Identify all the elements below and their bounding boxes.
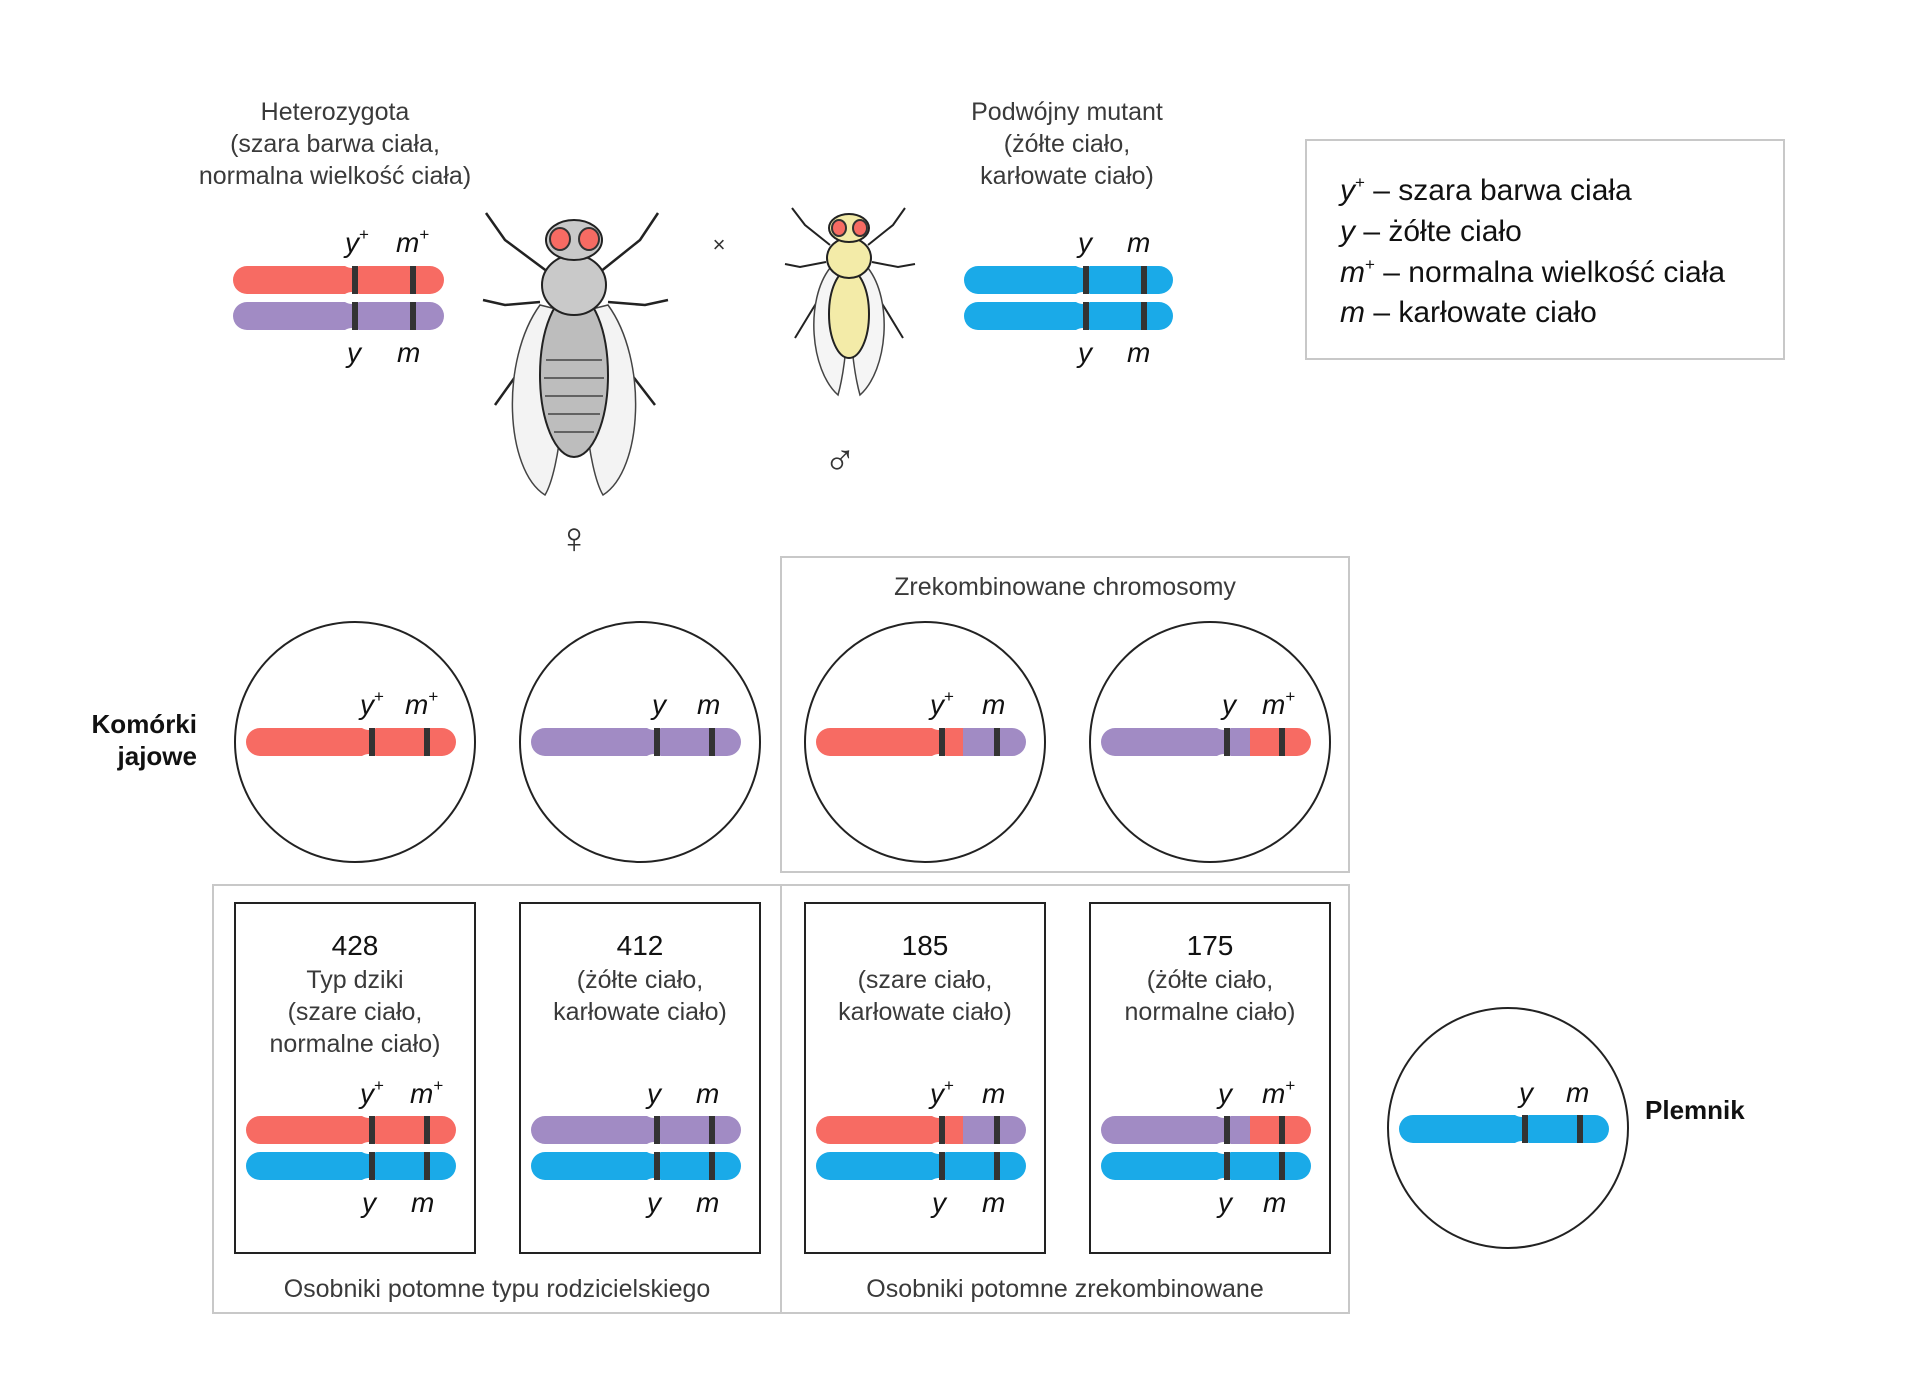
gene-label-y: y bbox=[1076, 337, 1094, 368]
male-title-line-3: karłowate ciało) bbox=[980, 162, 1154, 190]
gene-label-y: y bbox=[1076, 227, 1094, 258]
legend-item-y-plus: y+ – szara barwa ciała bbox=[1338, 173, 1632, 207]
chromosome-red bbox=[233, 266, 444, 294]
gene-label-m: m bbox=[982, 1078, 1005, 1109]
male-fly-illustration bbox=[784, 207, 916, 397]
female-fly-illustration bbox=[482, 212, 669, 497]
offspring-count: 412 bbox=[617, 930, 664, 961]
parental-offspring-label: Osobniki potomne typu rodzicielskiego bbox=[284, 1275, 711, 1303]
recombined-box-title: Zrekombinowane chromosomy bbox=[894, 573, 1236, 601]
gene-label-m: m bbox=[696, 1187, 719, 1218]
chromosome-purple bbox=[233, 302, 444, 330]
offspring-description-line-1: (żółte ciało, bbox=[577, 966, 703, 994]
offspring-count: 428 bbox=[332, 930, 379, 961]
gene-label-y: y bbox=[1517, 1077, 1535, 1108]
recombined-chromosomes-box bbox=[780, 556, 1350, 873]
gene-label-y-plus: y+ bbox=[358, 687, 384, 720]
gene-label-y-plus: y+ bbox=[928, 1076, 954, 1109]
offspring-description-line-2: karłowate ciało) bbox=[553, 998, 727, 1026]
recombinant-offspring-label: Osobniki potomne zrekombinowane bbox=[866, 1275, 1263, 1303]
gene-label-y: y bbox=[1220, 689, 1238, 720]
chromosome-blue bbox=[964, 302, 1173, 330]
recombinant-offspring-group bbox=[780, 884, 1350, 1314]
gene-label-m-plus: m+ bbox=[1262, 1076, 1295, 1109]
gene-label-y: y bbox=[645, 1078, 663, 1109]
legend-item-m: m – karłowate ciało bbox=[1340, 296, 1597, 329]
offspring-description-line-1: (żółte ciało, bbox=[1147, 966, 1273, 994]
gene-label-m-plus: m+ bbox=[1262, 687, 1295, 720]
gene-label-y-plus: y+ bbox=[358, 1076, 384, 1109]
offspring-description-line-1: Typ dziki bbox=[306, 966, 403, 994]
female-title-line-1: Heterozygota bbox=[261, 98, 410, 126]
gene-label-y-plus: y+ bbox=[928, 687, 954, 720]
female-title-line-2: (szara barwa ciała, bbox=[230, 130, 440, 158]
gene-label-y: y bbox=[645, 1187, 663, 1218]
offspring-description-line-2: (szare ciało, bbox=[288, 998, 423, 1026]
gene-label-y: y bbox=[650, 689, 668, 720]
chromosome-blue bbox=[964, 266, 1173, 294]
gene-label-y: y bbox=[360, 1187, 378, 1218]
offspring-description-line-1: (szare ciało, bbox=[858, 966, 993, 994]
male-chromosome-pair: y m y m bbox=[964, 227, 1173, 368]
gene-label-m: m bbox=[697, 689, 720, 720]
female-chromosome-pair: y+ m+ y m bbox=[233, 225, 444, 368]
gene-label-y: y bbox=[930, 1187, 948, 1218]
eggs-label-line-2: jajowe bbox=[117, 741, 197, 771]
egg-cell-recombinant: y+ m bbox=[804, 621, 1046, 863]
gene-label-y: y bbox=[1216, 1078, 1234, 1109]
offspring-description-line-2: karłowate ciało) bbox=[838, 998, 1012, 1026]
egg-cell: y+ m+ bbox=[234, 621, 476, 863]
female-parent-title: Heterozygota (szara barwa ciała, normaln… bbox=[199, 98, 471, 190]
gene-label-m-plus: m+ bbox=[396, 225, 429, 258]
gene-legend: y+ – szara barwa ciała y – żółte ciało m… bbox=[1305, 139, 1785, 360]
gene-label-y: y bbox=[345, 337, 363, 368]
legend-item-y: y – żółte ciało bbox=[1338, 215, 1522, 248]
gene-label-m: m bbox=[696, 1078, 719, 1109]
male-title-line-2: (żółte ciało, bbox=[1004, 130, 1130, 158]
egg-cell-recombinant: y m+ bbox=[1089, 621, 1331, 863]
offspring-card: 175 (żółte ciało, normalne ciało) y m+ y… bbox=[1089, 902, 1331, 1254]
sperm-label: Plemnik bbox=[1645, 1095, 1745, 1125]
gene-label-y-plus: y+ bbox=[343, 225, 369, 258]
gene-label-m: m bbox=[411, 1187, 434, 1218]
gene-label-m: m bbox=[1566, 1077, 1589, 1108]
gene-label-m: m bbox=[1127, 227, 1150, 258]
offspring-description-line-2: normalne ciało) bbox=[1125, 998, 1296, 1026]
gene-label-m: m bbox=[397, 337, 420, 368]
male-parent-title: Podwójny mutant (żółte ciało, karłowate … bbox=[971, 98, 1163, 190]
cross-symbol: × bbox=[713, 232, 726, 257]
offspring-card: 412 (żółte ciało, karłowate ciało) y m y… bbox=[519, 902, 761, 1254]
eggs-label-line-1: Komórki bbox=[92, 709, 197, 739]
male-title-line-1: Podwójny mutant bbox=[971, 98, 1163, 126]
male-symbol: ♂ bbox=[824, 436, 857, 485]
gene-label-y: y bbox=[1216, 1187, 1234, 1218]
gene-label-m-plus: m+ bbox=[405, 687, 438, 720]
offspring-card: 185 (szare ciało, karłowate ciało) y+ m … bbox=[804, 902, 1046, 1254]
legend-item-m-plus: m+ – normalna wielkość ciała bbox=[1340, 255, 1725, 289]
gene-label-m: m bbox=[1127, 337, 1150, 368]
female-title-line-3: normalna wielkość ciała) bbox=[199, 162, 471, 190]
offspring-count: 175 bbox=[1187, 930, 1234, 961]
offspring-count: 185 bbox=[902, 930, 949, 961]
egg-cell: y m bbox=[519, 621, 761, 863]
gene-label-m: m bbox=[1263, 1187, 1286, 1218]
offspring-description-line-3: normalne ciało) bbox=[270, 1030, 441, 1058]
gene-label-m: m bbox=[982, 1187, 1005, 1218]
sperm-cell: y m bbox=[1387, 1007, 1629, 1249]
gene-label-m-plus: m+ bbox=[410, 1076, 443, 1109]
offspring-card: 428 Typ dziki (szare ciało, normalne cia… bbox=[234, 902, 476, 1254]
female-symbol: ♀ bbox=[558, 514, 591, 563]
gene-label-m: m bbox=[982, 689, 1005, 720]
